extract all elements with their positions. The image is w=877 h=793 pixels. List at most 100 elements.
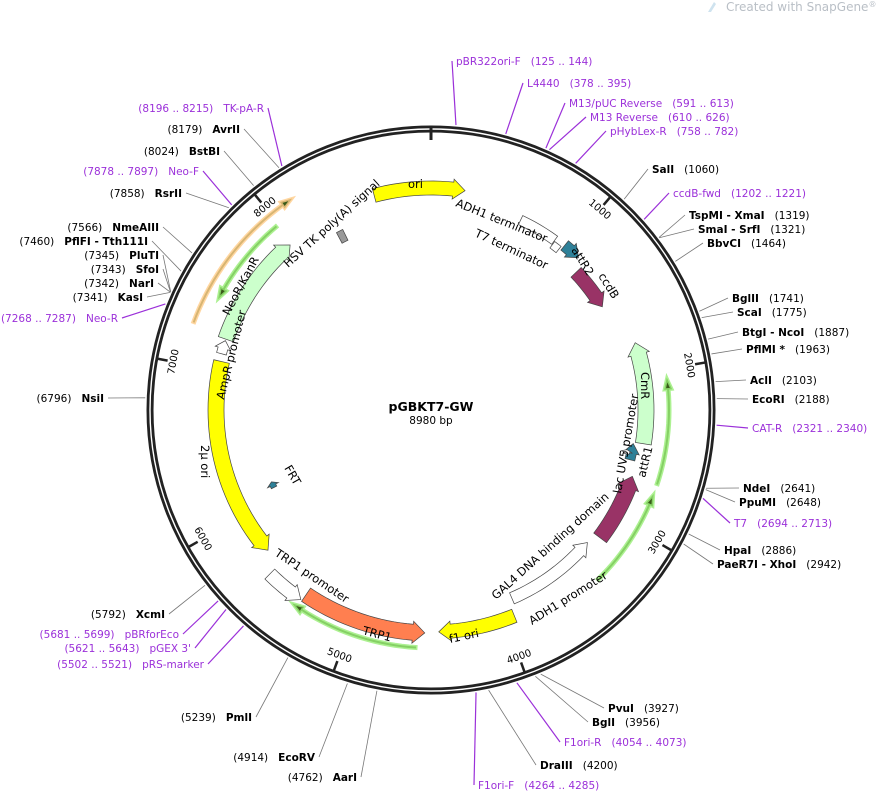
feature-hsv-tk-poly-a-signal[interactable] xyxy=(335,228,349,244)
restriction-site-label[interactable]: ScaI (1775) xyxy=(737,307,807,319)
leader-line xyxy=(451,60,457,126)
site-enzyme-name: NsiI xyxy=(81,393,104,405)
feature-ampr-promoter[interactable] xyxy=(214,340,232,356)
restriction-site-label[interactable]: (7342) NarI xyxy=(84,278,154,290)
feature-adh1-terminator[interactable] xyxy=(518,215,559,245)
orf-arc[interactable] xyxy=(595,489,656,583)
feature-label-attr2[interactable]: attR2 xyxy=(568,244,596,278)
site-enzyme-name: NdeI xyxy=(743,483,770,495)
primer-label[interactable]: F1ori-R (4054 .. 4073) xyxy=(564,737,686,749)
feature-trp1-promoter[interactable] xyxy=(264,568,302,601)
feature-ccdb[interactable] xyxy=(570,267,605,308)
leader-line xyxy=(623,168,649,200)
primer-label[interactable]: (7878 .. 7897) Neo-F xyxy=(83,166,199,178)
restriction-site-label[interactable]: (4762) AarI xyxy=(288,772,357,784)
feature-label-2mu-ori[interactable]: 2μ ori xyxy=(198,445,212,478)
site-position: (7343) xyxy=(91,264,126,276)
site-enzyme-name: RsrII xyxy=(155,188,182,200)
leader-line xyxy=(699,297,729,312)
primer-label[interactable]: L4440 (378 .. 395) xyxy=(527,78,631,90)
restriction-site-label[interactable]: SalI (1060) xyxy=(652,164,719,176)
primer-range: (610 .. 626) xyxy=(668,112,730,124)
restriction-site-label[interactable]: EcoRI (2188) xyxy=(752,394,830,406)
leader-line xyxy=(716,424,749,429)
primer-label[interactable]: M13/pUC Reverse (591 .. 613) xyxy=(569,98,734,110)
primer-label[interactable]: (5621 .. 5643) pGEX 3' xyxy=(64,643,191,655)
primer-label[interactable]: pBR322ori-F (125 .. 144) xyxy=(456,56,592,68)
leader-line xyxy=(146,291,171,298)
feature-2-ori[interactable] xyxy=(207,359,270,551)
orf-arc[interactable] xyxy=(288,600,418,651)
site-enzyme-name: BglI xyxy=(592,717,615,729)
primer-name: CAT-R xyxy=(752,423,782,435)
feature-lac-uv5-promoter[interactable] xyxy=(620,449,633,455)
restriction-site-label[interactable]: (5792) XcmI xyxy=(91,609,165,621)
backbone xyxy=(146,125,716,695)
restriction-site-label[interactable]: (6796) NsiI xyxy=(37,393,104,405)
restriction-site-label[interactable]: BbvCI (1464) xyxy=(707,238,786,250)
feature-label-attr1[interactable]: attR1 xyxy=(634,445,655,479)
primer-label[interactable]: M13 Reverse (610 .. 626) xyxy=(590,112,730,124)
restriction-site-label[interactable]: (7345) PluTI xyxy=(84,250,159,262)
site-position: (6796) xyxy=(37,393,72,405)
leader-line xyxy=(168,584,206,615)
restriction-site-label[interactable]: TspMI - XmaI (1319) xyxy=(689,210,810,222)
restriction-site-label[interactable]: (7566) NmeAIII xyxy=(67,222,159,234)
feature-label-frt[interactable]: FRT xyxy=(281,463,304,489)
restriction-site-label[interactable]: PflMI * (1963) xyxy=(746,344,830,356)
restriction-site-label[interactable]: (7858) RsrII xyxy=(110,188,182,200)
restriction-site-label[interactable]: BglII (1741) xyxy=(732,293,804,305)
restriction-site-label[interactable]: PvuI (3927) xyxy=(608,703,679,715)
snapgene-logo-icon xyxy=(708,2,716,12)
restriction-site-label[interactable]: (8024) BstBI xyxy=(144,146,220,158)
feature-ori[interactable] xyxy=(371,178,466,203)
restriction-site-label[interactable]: (7343) SfoI xyxy=(91,264,159,276)
restriction-site-label[interactable]: HpaI (2886) xyxy=(724,545,796,557)
feature-f1-ori[interactable] xyxy=(438,608,518,642)
site-position: (2641) xyxy=(780,483,815,495)
primer-label[interactable]: CAT-R (2321 .. 2340) xyxy=(752,423,867,435)
feature-frt[interactable] xyxy=(266,481,280,490)
feature-label-lac-uv5-promoter[interactable]: lac UV5 promoter xyxy=(610,393,641,495)
feature-label-cmr[interactable]: CmR xyxy=(638,372,652,399)
feature-adh1-promoter[interactable] xyxy=(509,542,588,605)
restriction-site-label[interactable]: (7460) PflFI - Tth111I xyxy=(19,236,148,248)
feature-t7-terminator[interactable] xyxy=(549,241,562,254)
orf-arc[interactable] xyxy=(190,195,297,325)
restriction-site-label[interactable]: (4914) EcoRV xyxy=(233,752,316,764)
primer-label[interactable]: (7268 .. 7287) Neo-R xyxy=(1,313,118,325)
primer-label[interactable]: T7 (2694 .. 2713) xyxy=(733,518,832,530)
leader-line xyxy=(194,609,227,649)
site-position: (1060) xyxy=(684,164,719,176)
primer-label[interactable]: (5502 .. 5521) pRS-marker xyxy=(57,659,205,671)
primer-label[interactable]: pHybLex-R (758 .. 782) xyxy=(610,126,738,138)
primer-label[interactable]: ccdB-fwd (1202 .. 1221) xyxy=(673,188,806,200)
feature-label-ampr-promoter[interactable]: AmpR promoter xyxy=(213,308,249,400)
site-position: (4200) xyxy=(583,760,618,772)
restriction-site-label[interactable]: PpuMI (2648) xyxy=(739,497,821,509)
feature-cmr[interactable] xyxy=(627,342,655,446)
restriction-site-label[interactable]: BtgI - NcoI (1887) xyxy=(742,327,849,339)
site-enzyme-name: NmeAIII xyxy=(112,222,159,234)
restriction-site-label[interactable]: SmaI - SrfI (1321) xyxy=(698,224,805,236)
primer-label[interactable]: (8196 .. 8215) TK-pA-R xyxy=(138,103,264,115)
feature-neor-kanr[interactable] xyxy=(217,244,291,343)
feature-label-hsv-tk-polya[interactable]: HSV TK poly(A) signal xyxy=(281,176,383,270)
orf-arc[interactable] xyxy=(215,223,280,304)
restriction-site-label[interactable]: DraIII (4200) xyxy=(540,760,618,772)
restriction-site-label[interactable]: AclI (2103) xyxy=(750,375,817,387)
restriction-site-label[interactable]: (5239) PmlI xyxy=(181,712,252,724)
feature-gal4-dna-binding-domain[interactable] xyxy=(593,475,640,544)
restriction-site-label[interactable]: PaeR7I - XhoI (2942) xyxy=(717,559,841,571)
feature-label-f1-ori[interactable]: f1 ori xyxy=(448,626,480,646)
primer-label[interactable]: (5681 .. 5699) pBRforEco xyxy=(40,629,179,641)
feature-attr2[interactable] xyxy=(560,240,579,259)
restriction-site-label[interactable]: (7341) KasI xyxy=(73,292,143,304)
restriction-site-label[interactable]: (8179) AvrII xyxy=(167,124,240,136)
restriction-site-label[interactable]: NdeI (2641) xyxy=(743,483,815,495)
primer-label[interactable]: F1ori-F (4264 .. 4285) xyxy=(478,780,599,792)
orf-arc[interactable] xyxy=(654,372,675,487)
restriction-site-label[interactable]: BglI (3956) xyxy=(592,717,660,729)
feature-trp1[interactable] xyxy=(301,587,426,644)
feature-label-ori[interactable]: ori xyxy=(408,177,423,191)
